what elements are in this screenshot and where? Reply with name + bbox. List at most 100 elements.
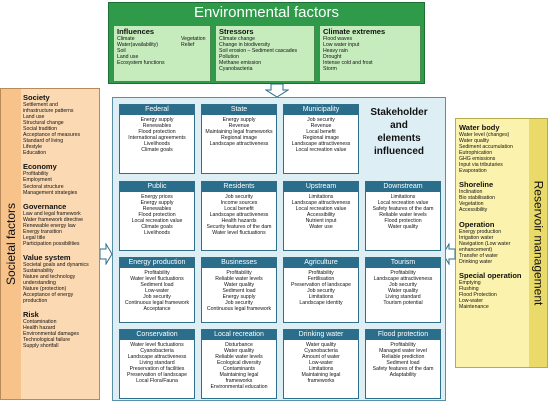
card-item: Revenue	[310, 123, 332, 130]
list-item: Sustainability	[23, 267, 54, 274]
card-item: Managed water level	[379, 348, 427, 355]
card-item: Energy prices	[141, 194, 173, 200]
card-title: Municipality	[284, 105, 358, 115]
card-item: Profitability	[226, 270, 252, 276]
env-arrow	[265, 84, 289, 98]
card-item: Profitability	[144, 270, 170, 276]
card-item: Limitations	[390, 194, 416, 200]
card-item: Living standard	[139, 360, 175, 367]
card-item: Landscape identity	[299, 300, 343, 307]
card-item: Safety features of the dam	[372, 366, 434, 373]
card-item: Landscape attractiveness	[127, 354, 187, 361]
card-item: Contaminants	[222, 366, 255, 373]
card-item: Limitations	[308, 294, 334, 301]
list-item: Emptying	[459, 279, 481, 286]
card-item: Job security	[225, 300, 253, 307]
reservoir-management-title-wrap: Reservoir management	[529, 119, 547, 367]
card-item: Low-water	[309, 360, 333, 367]
card-item: Water use	[309, 224, 333, 231]
list-item: Low-water	[459, 297, 483, 304]
list-item: Environmental damages	[23, 331, 79, 338]
stakeholder-heading-line4: influenced	[373, 146, 424, 157]
card-item: Income sources	[220, 200, 258, 207]
group-title: Risk	[23, 310, 39, 320]
list-item: Societal goals and dynamics	[23, 261, 89, 268]
card-item: Reliable prediction	[381, 354, 425, 361]
list-item: Standard of living	[23, 138, 64, 145]
list-item: Climate	[117, 36, 135, 42]
list-item: Evaporation	[459, 168, 487, 175]
list-item: Pollution	[219, 54, 239, 61]
list-item: Vegetation	[181, 36, 206, 42]
list-item: Inclination	[459, 189, 483, 196]
list-item: Social tradition	[23, 126, 58, 133]
card-item: Livelihoods	[144, 141, 170, 148]
list-item: Cyanobacteria	[219, 66, 253, 73]
list-item: Navigation (Low water	[459, 240, 511, 247]
card-item: Tourism potential	[383, 300, 423, 307]
list-item: Energy transition	[23, 228, 62, 235]
card-item: International agreements	[128, 135, 186, 142]
societal-factors-title: Societal factors	[4, 202, 19, 286]
card-item: Water level fluctuations	[130, 342, 184, 348]
card-title: Conservation	[120, 330, 194, 340]
card-item: Regional image	[302, 135, 340, 142]
card-item: Living standard	[385, 294, 421, 301]
group-title: Water body	[459, 123, 500, 132]
card-item: Fertilisation	[307, 276, 335, 283]
card-item: Sediment load	[222, 288, 256, 295]
list-item: Drought	[323, 54, 342, 61]
stakeholder-heading: Stakeholder and elements influenced	[359, 106, 439, 158]
card-item: Maintaining legal	[219, 372, 259, 379]
card-item: Reliable water levels	[379, 212, 427, 219]
list-item: Acceptance of energy	[23, 292, 74, 299]
card-item: Local recreation value	[295, 206, 347, 213]
card-item: Job security	[307, 288, 335, 295]
stakeholder-heading-line3: elements	[377, 133, 421, 144]
card-item: Sediment load	[140, 282, 174, 289]
card-item: Water quality	[387, 288, 419, 295]
card-item: Disturbance	[225, 342, 253, 348]
card-item: Water level fluctuations	[130, 276, 184, 283]
card-item: Water quality	[223, 348, 255, 355]
card-title: Downstream	[366, 182, 440, 192]
group-title: Society	[23, 93, 50, 102]
list-item: Nature (protection)	[23, 286, 67, 293]
list-item: Storm	[323, 66, 337, 73]
card-item: Renewables	[142, 206, 172, 213]
card-title: Upstream	[284, 182, 358, 192]
card-item: Environmental education	[210, 384, 268, 391]
environmental-factors-panel: Environmental factors Influences Climate…	[108, 2, 425, 84]
card-item: Preservation of facilities	[129, 366, 185, 373]
list-item: Health hazard	[23, 325, 56, 332]
card-item: frameworks	[307, 378, 335, 385]
card-title: Businesses	[202, 258, 276, 268]
list-item: Nature and technology	[23, 274, 76, 281]
list-item: Law and legal framework	[23, 210, 81, 217]
card-item: Water level fluctuations	[212, 230, 266, 237]
list-item: Irrigation water	[459, 234, 494, 241]
list-item: Intense cold and frost	[323, 60, 373, 67]
card-item: Climate goals	[141, 147, 173, 154]
list-item: Water level (changes)	[459, 132, 510, 138]
card-item: Local recreation value	[131, 218, 183, 225]
group-title: Governance	[23, 201, 67, 211]
list-item: Methane emission	[219, 60, 262, 67]
group-title: Value system	[23, 252, 71, 262]
stakeholder-heading-line2: and	[390, 120, 408, 131]
card-item: Local benefit	[224, 206, 254, 213]
